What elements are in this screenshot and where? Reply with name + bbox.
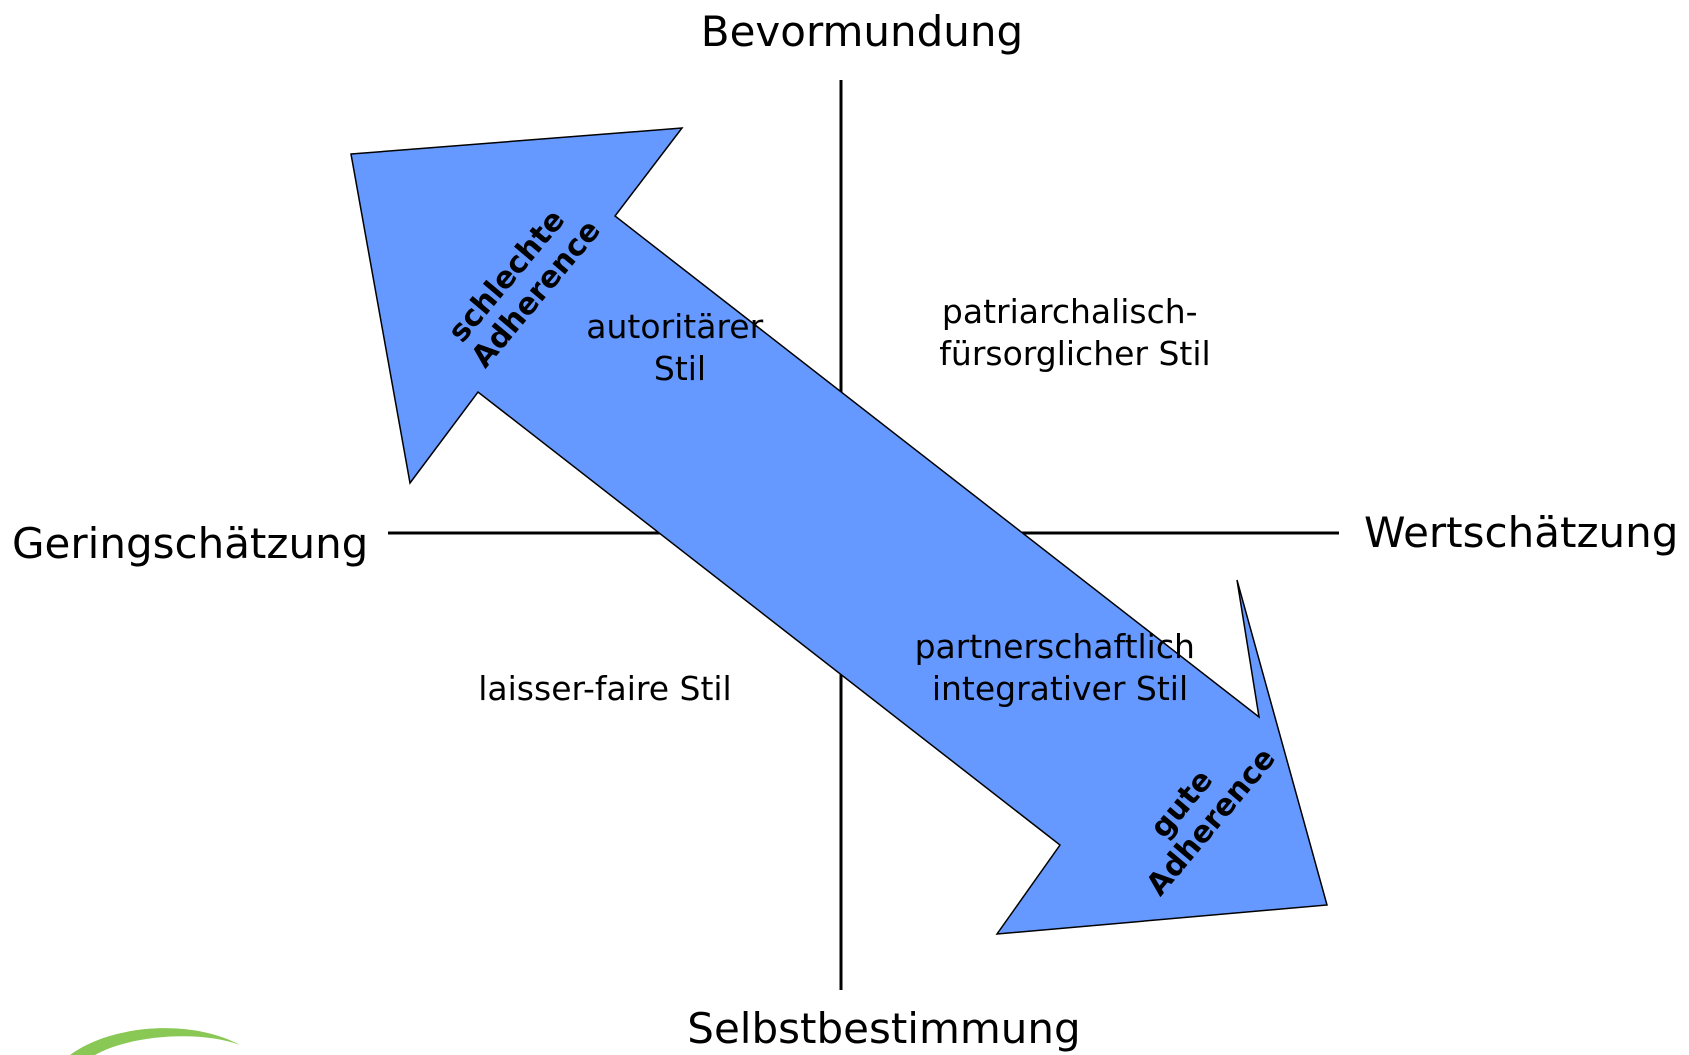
green-swoosh-logo — [70, 1028, 240, 1055]
quadrant-label-bottom-left: laisser-faire Stil — [478, 669, 731, 708]
axis-label-left: Geringschätzung — [12, 519, 368, 568]
quadrant-label-bottom-left-line-1: laisser-faire Stil — [478, 669, 731, 708]
adherence-double-arrow — [350, 127, 1328, 935]
quadrant-label-top-right: patriarchalisch- fürsorglicher Stil — [939, 292, 1210, 373]
quadrant-label-top-left-line-1: autoritärer — [586, 307, 763, 346]
quadrant-label-bottom-right-line-1: partnerschaftlich — [915, 627, 1195, 666]
quadrant-label-bottom-right-line-2: integrativer Stil — [932, 669, 1188, 708]
quadrant-label-top-left: autoritärer Stil — [586, 307, 773, 388]
quadrant-label-top-right-line-1: patriarchalisch- — [942, 292, 1198, 331]
axis-label-right: Wertschätzung — [1364, 508, 1678, 557]
quadrant-label-bottom-right: partnerschaftlich integrativer Stil — [915, 627, 1206, 708]
axis-label-bottom: Selbstbestimmung — [687, 1004, 1080, 1053]
quadrant-label-top-right-line-2: fürsorglicher Stil — [939, 334, 1210, 373]
quadrant-label-top-left-line-2: Stil — [654, 349, 706, 388]
axis-label-top: Bevormundung — [701, 7, 1023, 56]
